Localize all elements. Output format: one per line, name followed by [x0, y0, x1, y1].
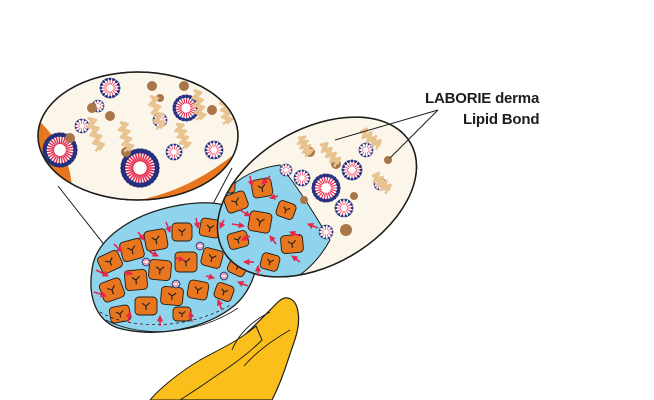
lipid-particle [65, 133, 75, 143]
lipid-micelle [219, 271, 229, 281]
flow-arrow [125, 310, 133, 323]
lipid-particle [340, 224, 352, 236]
skin-cell [143, 228, 169, 252]
lipid-particle [105, 111, 115, 121]
flow-arrow [165, 221, 171, 233]
lipid-micelle [171, 279, 181, 289]
flow-arrow [217, 299, 223, 311]
ceramide-chain [117, 120, 135, 153]
skin-cell [134, 296, 158, 316]
ceramide-chain [319, 141, 342, 168]
lipid-micelle [141, 257, 151, 267]
skin-cell [200, 247, 224, 269]
flow-arrow [205, 273, 216, 280]
skin-cell [171, 222, 193, 242]
ceramide-chain [148, 94, 167, 131]
lipid-flow-arrows [93, 175, 319, 326]
hair-shaft-line [231, 311, 271, 351]
skin-cell [172, 306, 192, 322]
flow-arrow [113, 243, 123, 253]
label-lipid-bond: Lipid Bond [463, 111, 540, 128]
zoom-circle-right [204, 116, 418, 291]
flow-arrow [123, 269, 134, 276]
skin-cell [275, 200, 297, 220]
flow-arrow [239, 209, 251, 217]
lipid-micelle [311, 173, 341, 203]
lipid-micelle [204, 140, 224, 160]
ceramide-chain [371, 171, 392, 195]
skin-cell [280, 233, 304, 255]
skin-cell [247, 210, 273, 234]
lipid-micelle [99, 77, 121, 99]
flow-arrow [269, 235, 277, 245]
flow-arrow [95, 269, 109, 277]
lipid-micelle [293, 169, 311, 187]
skin-cell [223, 190, 249, 214]
flow-arrow [268, 193, 279, 200]
lipid-micelle [318, 224, 334, 240]
lipid-micelle [279, 163, 293, 177]
lipid-particle [350, 192, 358, 200]
skin-cell [259, 252, 281, 272]
label-pointer-line [389, 109, 439, 159]
label-laborie-derma: LABORIE derma [425, 90, 540, 107]
flow-arrow [261, 175, 271, 185]
lipid-micelle [42, 132, 78, 168]
flow-arrow [149, 250, 159, 257]
skin-cell [148, 258, 172, 282]
flow-arrow [137, 231, 145, 241]
flow-arrow [237, 281, 249, 287]
lipid-micelle [334, 198, 354, 218]
zoom-circle-left [37, 71, 239, 201]
lipid-particle [207, 105, 217, 115]
flow-arrow [247, 175, 255, 188]
flow-arrow [289, 231, 301, 237]
flow-arrow [175, 255, 186, 262]
skin-tissue [90, 202, 259, 333]
ceramide-chain [191, 88, 207, 121]
skin-cell [213, 282, 235, 302]
lipid-particle [179, 81, 189, 91]
flow-arrow [307, 223, 319, 229]
flow-arrow [231, 221, 246, 229]
skin-cell [97, 250, 123, 274]
lipid-particle [147, 81, 157, 91]
label-pointer-line [334, 109, 439, 141]
flow-arrow [93, 291, 108, 298]
skin-cell [160, 285, 184, 307]
lipid-particle [87, 103, 97, 113]
ceramide-chain [86, 116, 106, 152]
skin-cell [119, 237, 145, 263]
skin-cell [186, 279, 210, 301]
flow-arrow [187, 310, 195, 323]
lipid-micelle [172, 94, 200, 122]
flow-arrow [193, 217, 201, 230]
hair-shaft-line [243, 329, 291, 367]
flow-arrow [291, 255, 301, 263]
flow-arrow [219, 219, 226, 229]
lipid-micelle [165, 143, 183, 161]
flow-arrow [241, 234, 251, 241]
hair-shaft-left-fold [149, 325, 263, 400]
ceramide-chain [296, 135, 315, 158]
skin-cell [250, 177, 274, 199]
skin-cell [174, 251, 198, 273]
ceramide-chain [174, 122, 192, 151]
lipid-micelle [358, 142, 374, 158]
lipid-micelle [341, 159, 363, 181]
lipid-particle [300, 196, 308, 204]
lipid-micelle [195, 241, 205, 251]
lipid-particle [156, 94, 164, 102]
